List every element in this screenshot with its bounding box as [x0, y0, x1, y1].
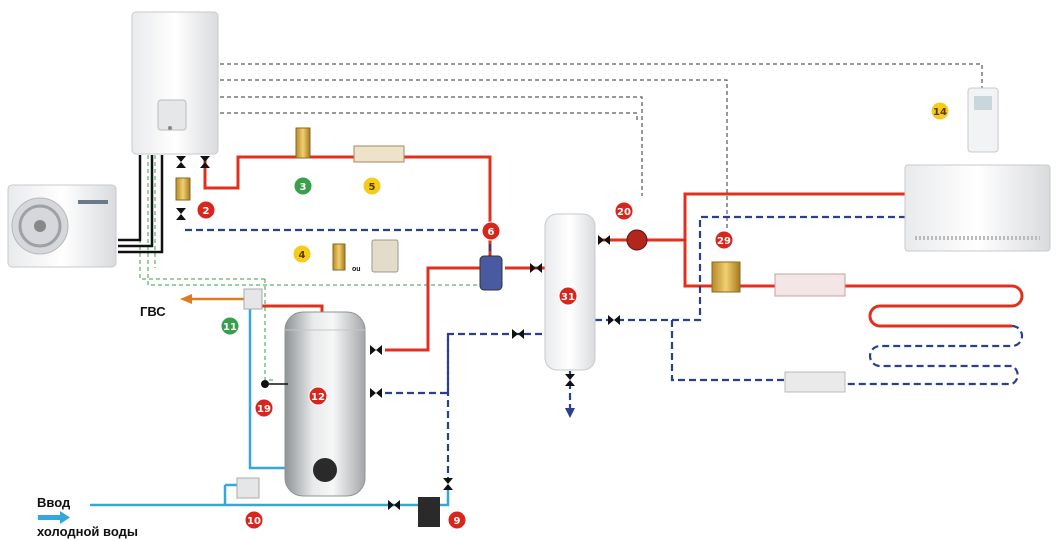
svg-text:12: 12 — [311, 392, 325, 403]
badge-14: 14 — [930, 101, 950, 121]
room-thermostat — [967, 87, 999, 153]
badge-19: 19 — [254, 398, 274, 418]
badge-4: 4 — [292, 244, 312, 264]
svg-text:4: 4 — [299, 250, 306, 261]
outdoor-unit — [7, 184, 117, 268]
dhw-tank — [284, 311, 366, 497]
svg-text:9: 9 — [454, 516, 461, 527]
control-wires — [220, 63, 983, 228]
svg-text:31: 31 — [561, 292, 575, 303]
badge-31: 31 — [558, 286, 578, 306]
svg-text:5: 5 — [369, 182, 376, 193]
badge-3: 3 — [293, 176, 313, 196]
cold-water-inlet-arrow — [38, 511, 70, 524]
svg-text:14: 14 — [933, 107, 947, 118]
shutoff-valves — [176, 156, 620, 510]
svg-text:20: 20 — [617, 207, 631, 218]
return-pipes — [185, 215, 1024, 482]
hot-water-outlet — [180, 294, 250, 304]
svg-text:3: 3 — [300, 182, 307, 193]
badge-11: 11 — [220, 316, 240, 336]
ou-label: ou — [352, 266, 361, 273]
refrigerant-lines — [118, 155, 164, 254]
badge-20: 20 — [614, 201, 634, 221]
svg-text:11: 11 — [223, 322, 237, 333]
svg-text:2: 2 — [203, 206, 210, 217]
svg-text:29: 29 — [717, 236, 731, 247]
gvs-label: ГВС — [140, 304, 166, 319]
svg-text:19: 19 — [257, 404, 271, 415]
inlet-label-line2: холодной воды — [37, 524, 138, 539]
badge-9: 9 — [447, 510, 467, 530]
svg-text:10: 10 — [247, 516, 261, 527]
components — [175, 127, 846, 527]
badge-12: 12 — [308, 386, 328, 406]
badge-5: 5 — [362, 176, 382, 196]
badge-29: 29 — [714, 230, 734, 250]
inlet-label-line1: Ввод — [37, 495, 71, 510]
badge-2: 2 — [196, 200, 216, 220]
badge-6: 6 — [481, 221, 501, 241]
svg-text:6: 6 — [488, 227, 495, 238]
fan-coil — [904, 164, 1051, 252]
indoor-unit — [131, 11, 219, 155]
badge-10: 10 — [244, 510, 264, 530]
drain-arrow — [565, 408, 575, 418]
